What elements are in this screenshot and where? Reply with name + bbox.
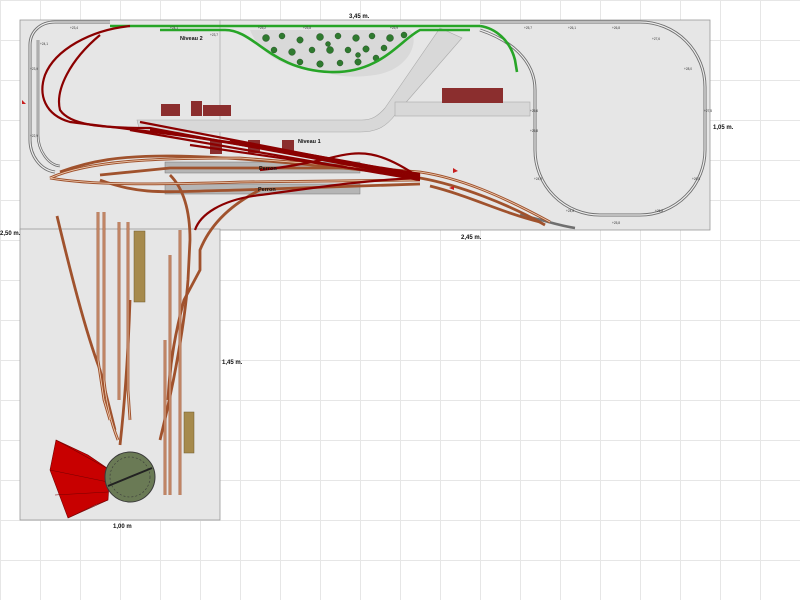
building (191, 101, 202, 116)
arrow-icon (449, 186, 454, 190)
height-markers: +23,4 +24,1 +25,2 +25,8 +25,9 +25,7 +26,… (30, 26, 712, 225)
yard-shed (133, 230, 146, 303)
dimension-bottom: 1,00 m (113, 524, 132, 530)
height-marker: +26,1 (568, 26, 576, 30)
level2-label: Niveau 2 (180, 36, 203, 42)
height-marker: +25,6 (530, 109, 538, 113)
height-marker: +22,9 (30, 134, 38, 138)
height-marker: +24,1 (40, 42, 48, 46)
building (442, 88, 503, 103)
upper-level-track (110, 24, 519, 74)
buildings (161, 88, 503, 154)
trees (262, 31, 408, 68)
height-marker: +24,8 (566, 209, 574, 213)
arrow-icon (22, 100, 26, 104)
dimension-top: 3,45 m. (349, 14, 370, 20)
ramp-spur (394, 101, 531, 117)
height-marker: +25,8 (612, 221, 620, 225)
dimension-mid: 2,45 m. (461, 235, 482, 241)
dimension-right: 1,05 m. (713, 125, 734, 131)
height-marker: +26,8 (612, 26, 620, 30)
level1-label: Niveau 1 (298, 139, 321, 145)
height-marker: +23,0 (30, 67, 38, 71)
hidden-track (41, 24, 421, 231)
height-marker: +28,0 (684, 67, 692, 71)
height-marker: +25,8 (530, 129, 538, 133)
platform-a-label: Perron (259, 166, 277, 172)
height-marker: +25,8 (303, 26, 311, 30)
turntable (104, 451, 156, 503)
height-marker: +23,7 (210, 33, 218, 37)
baseboard (19, 19, 711, 521)
yard-shed (183, 411, 195, 454)
platform-b-label: Perron (258, 187, 276, 193)
dimension-inner: 1,45 m. (222, 360, 243, 366)
height-marker: +26,8 (692, 177, 700, 181)
height-marker: +25,7 (524, 26, 532, 30)
height-marker: +25,2 (258, 26, 266, 30)
lower-level-rails (49, 157, 551, 495)
height-marker: +25,9 (390, 26, 398, 30)
arrow-icon (453, 168, 458, 173)
height-marker: +24,9 (534, 177, 542, 181)
height-marker: +26,8 (655, 209, 663, 213)
roundhouse (49, 439, 111, 519)
dimension-left: 2,50 m. (0, 231, 21, 237)
building (161, 104, 180, 116)
height-marker: +23,4 (70, 26, 78, 30)
direction-arrows (22, 100, 458, 190)
height-marker: +27,5 (704, 109, 712, 113)
height-marker: +27,6 (652, 37, 660, 41)
height-marker: +24,1 (170, 26, 178, 30)
building (203, 105, 231, 116)
